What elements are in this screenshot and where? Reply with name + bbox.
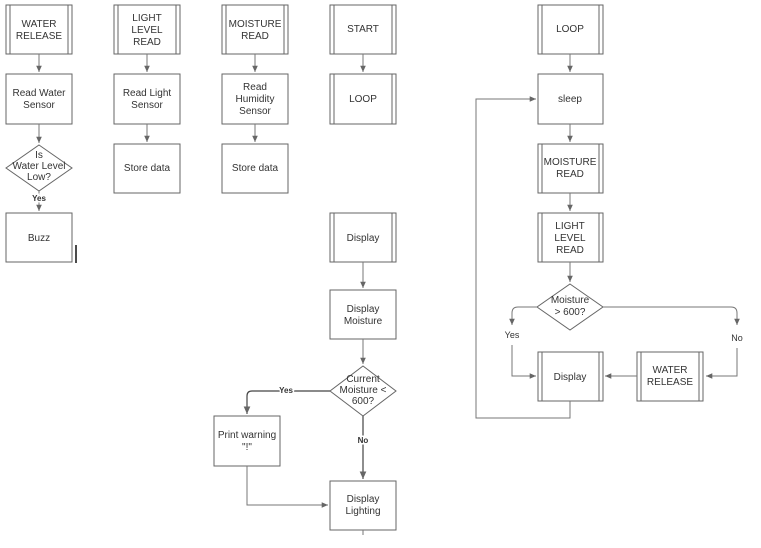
- edge-loop-no-b: [706, 348, 738, 379]
- node-print-warning[interactable]: Print warning"!": [213, 415, 281, 467]
- node-store-data-moisture[interactable]: Store data: [221, 143, 289, 194]
- node-start[interactable]: START: [329, 4, 397, 55]
- svg-text:LOOP: LOOP: [556, 24, 584, 35]
- node-sleep[interactable]: sleep: [537, 73, 604, 125]
- svg-text:Store data: Store data: [124, 163, 171, 174]
- node-loop-top[interactable]: LOOP: [537, 4, 604, 55]
- edge-loop-no-a: [603, 306, 740, 325]
- svg-text:Buzz: Buzz: [28, 233, 50, 244]
- svg-text:START: START: [347, 24, 379, 35]
- node-loop-call[interactable]: LOOP: [329, 73, 397, 125]
- edge-moisture-yes: [243, 390, 330, 414]
- node-display-top[interactable]: Display: [329, 212, 397, 263]
- edge-loop-back-to-sleep: [475, 96, 571, 419]
- node-display-loop[interactable]: Display: [537, 351, 604, 402]
- svg-text:LOOP: LOOP: [349, 94, 377, 105]
- edge-label-loop-yes: Yes: [505, 330, 520, 340]
- svg-text:Store data: Store data: [232, 163, 279, 174]
- edge-loop-yes-a: [509, 306, 537, 325]
- edge-loop-yes-b: [511, 345, 536, 379]
- edge-label-loop-no: No: [731, 333, 743, 343]
- edge-label-moisture-yes: Yes: [279, 386, 293, 395]
- node-buzz[interactable]: Buzz: [5, 212, 73, 263]
- node-moisture-gt-decision[interactable]: Moisture> 600?: [536, 283, 604, 331]
- edge-label-moisture-no: No: [358, 436, 369, 445]
- svg-text:sleep: sleep: [558, 94, 582, 105]
- node-store-data-light[interactable]: Store data: [113, 143, 181, 194]
- svg-text:Moisture> 600?: Moisture> 600?: [551, 295, 590, 318]
- svg-text:Print warning"!": Print warning"!": [218, 430, 276, 453]
- edge-label-water-yes: Yes: [32, 194, 46, 203]
- svg-text:Display: Display: [347, 233, 380, 244]
- edge-warning-to-lighting: [246, 466, 328, 508]
- svg-text:Display: Display: [554, 372, 587, 383]
